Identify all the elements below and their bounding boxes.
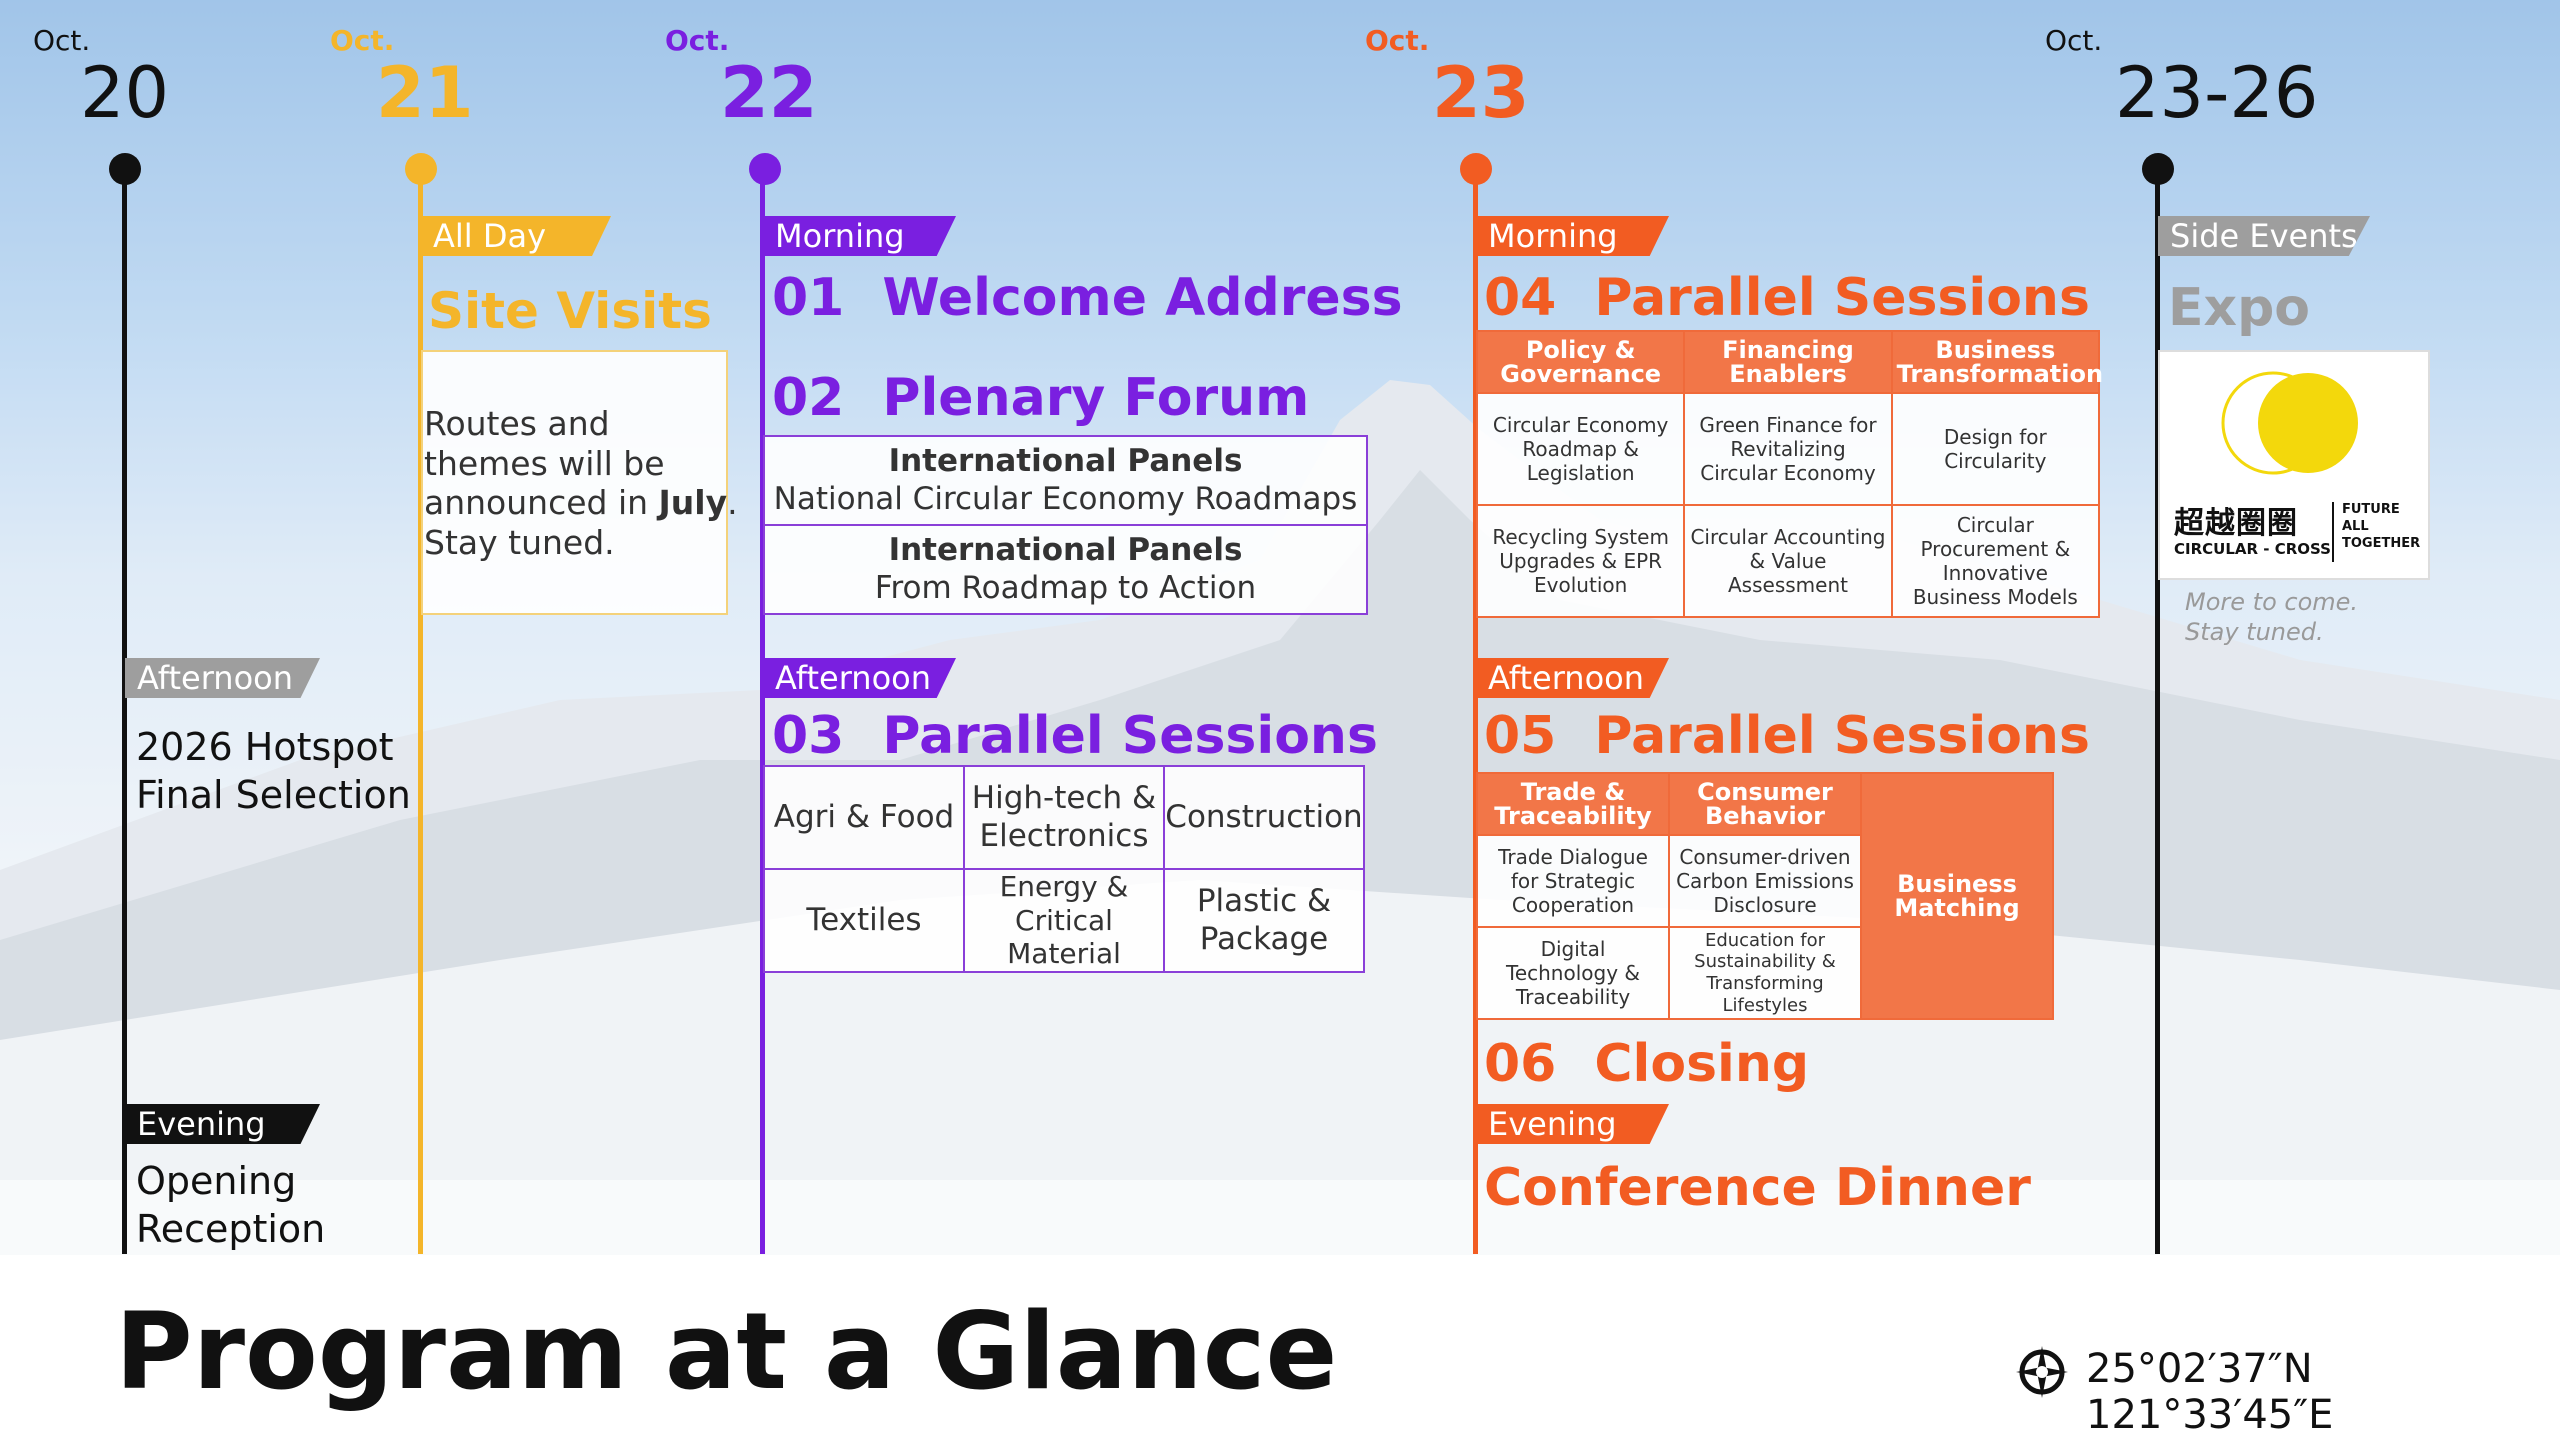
page-title: Program at a Glance — [115, 1290, 1338, 1413]
expo-logo-card: 超越圈圈 CIRCULAR - CROSS FUTURE ALL TOGETHE… — [2158, 350, 2430, 580]
coordinates-text: 25°02′37″N 121°33′45″E — [2086, 1346, 2334, 1438]
session-header: Trade & Traceability — [1476, 772, 1670, 836]
footer-band — [0, 1255, 2560, 1440]
day-month-label: Oct. — [330, 24, 395, 57]
timeline-line — [760, 170, 765, 1254]
timeline-line — [2155, 170, 2160, 1254]
session-cell: Green Finance for Revitalizing Circular … — [1683, 392, 1893, 506]
day-number: 20 — [80, 52, 170, 134]
session-header: Consumer Behavior — [1668, 772, 1862, 836]
session-cell: Trade Dialogue for Strategic Cooperation — [1476, 834, 1670, 928]
day-month-label: Oct. — [665, 24, 730, 57]
opening-reception: Opening Reception — [136, 1159, 326, 1251]
session-cell: Construction — [1163, 765, 1365, 870]
afternoon-tag: Afternoon — [1476, 658, 1669, 698]
session-cell: Agri & Food — [763, 765, 965, 870]
session-cell: Circular Accounting & Value Assessment — [1683, 504, 1893, 618]
evening-tag: Evening — [125, 1104, 320, 1144]
timeline-line — [1473, 170, 1478, 1254]
session-header: Financing Enablers — [1683, 330, 1893, 394]
session-cell: Consumer-driven Carbon Emissions Disclos… — [1668, 834, 1862, 928]
compass-icon — [2016, 1346, 2068, 1398]
panel-cell: International Panels From Roadmap to Act… — [763, 524, 1368, 615]
session-cell: Design for Circularity — [1890, 392, 2101, 506]
logo-divider — [2332, 502, 2334, 562]
day-number: 22 — [720, 52, 818, 134]
day-number: 23 — [1432, 52, 1530, 134]
plenary-panels-table: International Panels National Circular E… — [763, 435, 1368, 615]
session-cell: Plastic & Package — [1163, 868, 1365, 973]
parallel-sessions-04-table: Policy & Governance Financing Enablers B… — [1475, 330, 2103, 618]
panel-cell: International Panels National Circular E… — [763, 435, 1368, 526]
day-number: 23-26 — [2115, 52, 2319, 134]
session-header: Business Transformation — [1890, 330, 2103, 394]
more-to-come-note: More to come. Stay tuned. — [2185, 588, 2359, 646]
afternoon-tag: Afternoon — [125, 658, 320, 698]
morning-tag: Morning — [763, 216, 956, 256]
session-cell: Textiles — [763, 868, 965, 973]
session-cell: Digital Technology & Traceability — [1476, 926, 1670, 1020]
hotspot-final-selection: 2026 Hotspot Final Selection — [136, 725, 411, 817]
conference-dinner-heading: Conference Dinner — [1484, 1158, 2031, 1218]
side-events-tag: Side Events — [2158, 216, 2370, 256]
day-month-label: Oct. — [2045, 24, 2103, 57]
site-visits-note-box — [421, 350, 728, 615]
day-number: 21 — [376, 52, 474, 134]
morning-tag: Morning — [1476, 216, 1669, 256]
logo-tagline: FUTURE ALL TOGETHER — [2342, 502, 2421, 551]
evening-tag: Evening — [1476, 1104, 1669, 1144]
business-matching-cell: Business Matching — [1860, 772, 2054, 1020]
timeline-line — [418, 170, 423, 1254]
session-cell: Circular Procurement & Innovative Busine… — [1890, 504, 2101, 618]
parallel-sessions-03-table: Agri & Food High-tech & Electronics Cons… — [763, 765, 1365, 973]
site-visits-heading: Site Visits — [428, 282, 712, 340]
session-cell: Education for Sustainability & Transform… — [1668, 926, 1862, 1020]
timeline-dot — [749, 153, 781, 185]
day-month-label: Oct. — [1365, 24, 1430, 57]
site-visits-note: Routes and themes will be announced in J… — [424, 404, 738, 562]
afternoon-tag: Afternoon — [763, 658, 956, 698]
expo-heading: Expo — [2168, 278, 2311, 338]
all-day-tag: All Day — [421, 216, 611, 256]
circular-cross-logo-icon — [2221, 371, 2358, 475]
session-cell: Recycling System Upgrades & EPR Evolutio… — [1475, 504, 1686, 618]
logo-chinese-text: 超越圈圈 — [2174, 506, 2298, 541]
session-cell: High-tech & Electronics — [963, 765, 1165, 870]
logo-english-text: CIRCULAR - CROSS — [2174, 540, 2331, 558]
session-cell: Energy & Critical Material — [963, 868, 1165, 973]
timeline-line — [122, 170, 127, 1254]
day-month-label: Oct. — [33, 24, 91, 57]
session-cell: Circular Economy Roadmap & Legislation — [1475, 392, 1686, 506]
session-header: Policy & Governance — [1475, 330, 1686, 394]
parallel-sessions-05-table: Trade & Traceability Consumer Behavior B… — [1476, 772, 2054, 1020]
